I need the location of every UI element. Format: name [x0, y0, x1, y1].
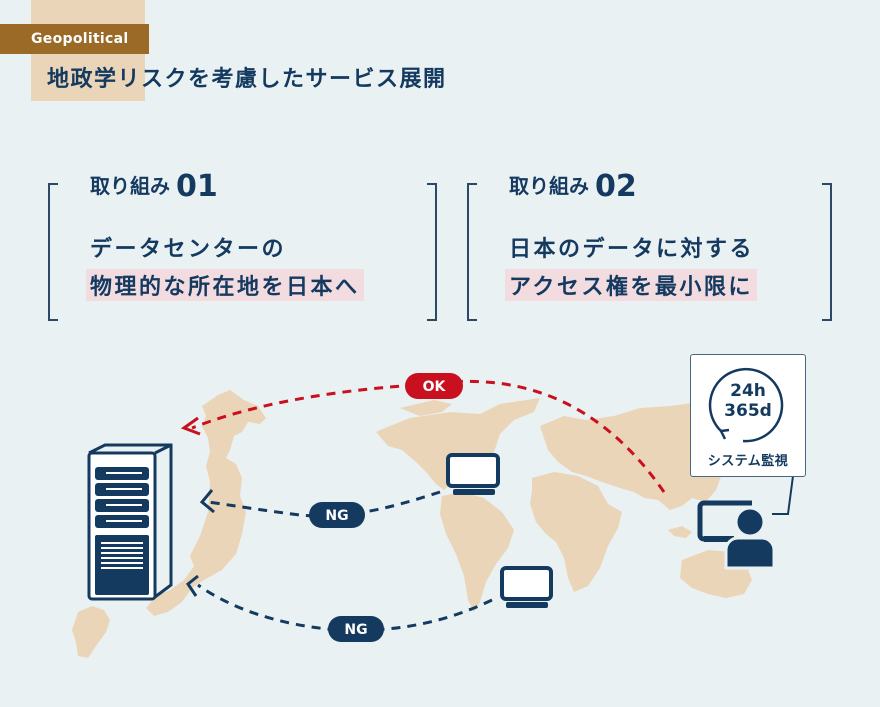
- world-map: [72, 390, 752, 658]
- left-bracket: [467, 183, 477, 321]
- card-text-highlight: アクセス権を最小限に: [505, 269, 757, 301]
- ok-badge-label: OK: [423, 379, 447, 395]
- ng-badge-2: [328, 616, 384, 642]
- card-number: 02: [595, 169, 637, 204]
- right-bracket: [822, 183, 832, 321]
- callout-connector: [772, 475, 794, 515]
- kyushu-landmass: [72, 606, 110, 658]
- monitoring-callout: 24h 365d システム監視: [690, 354, 806, 477]
- monitor-icon: [446, 453, 500, 495]
- card-text-highlight: 物理的な所在地を日本へ: [86, 269, 364, 301]
- world-map-diagram: OK NG NG: [72, 373, 794, 658]
- ng-badge-1: [309, 502, 365, 528]
- server-rack-icon: [87, 443, 173, 601]
- ng-arrowhead-icon-2: [185, 574, 199, 597]
- card-number: 01: [176, 169, 218, 204]
- monitor-icon: [500, 566, 553, 608]
- card-heading-label: 取り組み: [509, 174, 589, 198]
- category-tag: Geopolitical: [0, 24, 149, 54]
- greenland-landmass: [400, 400, 452, 416]
- card-heading-label: 取り組み: [90, 174, 170, 198]
- south-america-landmass: [440, 492, 514, 612]
- ng-path-line-1: [207, 490, 441, 518]
- left-bracket: [48, 183, 58, 321]
- cycle-arrow-icon: [708, 367, 784, 443]
- north-america-landmass: [376, 398, 540, 490]
- ng-badge-label-1: NG: [325, 508, 348, 524]
- japan-landmass: [146, 390, 266, 616]
- card-text-line1: 日本のデータに対する: [509, 237, 755, 262]
- ng-badge-label-2: NG: [344, 622, 367, 638]
- operator-icon: [697, 475, 794, 570]
- monitoring-label: システム監視: [707, 454, 789, 469]
- indonesia-landmass: [668, 526, 692, 538]
- monitoring-days: 365d: [724, 401, 772, 421]
- right-bracket: [427, 183, 437, 321]
- ng-arrowhead-icon-1: [199, 489, 215, 514]
- ng-path-line-2: [197, 583, 493, 632]
- card-text-line1: データセンターの: [90, 237, 287, 262]
- ok-badge: [405, 373, 463, 399]
- africa-landmass: [530, 472, 622, 592]
- monitoring-hours: 24h: [730, 381, 766, 401]
- page-title: 地政学リスクを考慮したサービス展開: [47, 67, 447, 92]
- ok-arrowhead-icon: [180, 416, 201, 436]
